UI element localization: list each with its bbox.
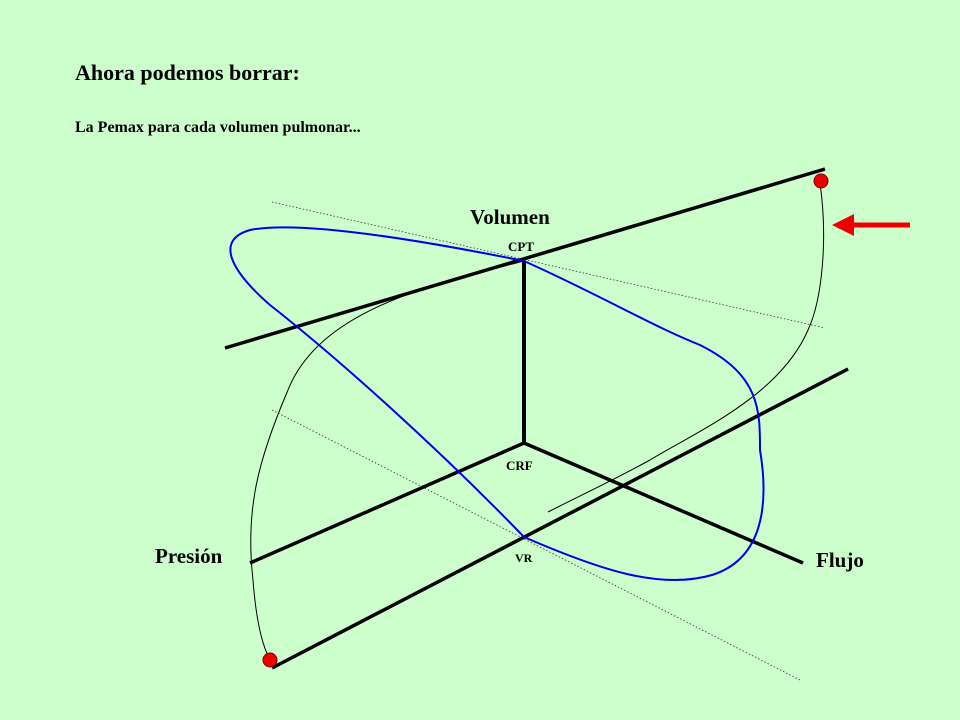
marker-tlc xyxy=(813,173,829,189)
pressure-axis xyxy=(249,441,525,565)
rv-label: VR xyxy=(515,551,533,565)
volume-axis-label: Volumen xyxy=(470,205,550,229)
slide-title: Ahora podemos borrar: xyxy=(75,60,300,85)
flow-axis xyxy=(523,441,804,565)
marker-rv xyxy=(262,652,278,668)
dotted-guide-upper xyxy=(271,201,826,329)
frc-label: CRF xyxy=(506,458,533,473)
tlc-plane-line xyxy=(224,167,826,350)
slide-subtitle: La Pemax para cada volumen pulmonar... xyxy=(75,119,361,136)
pressure-axis-label: Presión xyxy=(155,544,223,568)
tlc-label: CPT xyxy=(508,239,534,254)
dotted-guide-lower xyxy=(271,409,801,681)
pressure-curve-right xyxy=(547,182,825,513)
left-arrow-icon xyxy=(832,214,910,236)
flow-volume-loop xyxy=(229,226,765,581)
flow-axis-label: Flujo xyxy=(816,548,864,572)
rv-plane-line xyxy=(271,367,849,670)
